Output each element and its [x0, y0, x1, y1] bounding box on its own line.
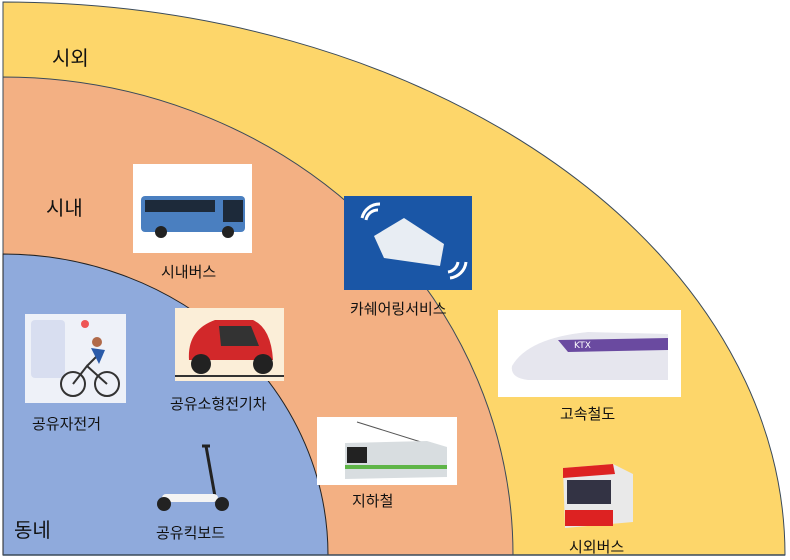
shared-bicycle-label: 공유자전거	[32, 415, 102, 433]
car-sharing-label: 카쉐어링서비스	[350, 300, 447, 318]
intercity-bus-image	[553, 460, 639, 532]
ktx-badge: KTX	[574, 341, 591, 351]
shared-kickboard-image	[150, 440, 235, 515]
city-bus-image	[133, 164, 252, 253]
shared-bicycle-image	[25, 314, 126, 403]
zone-label-neighborhood: 동네	[14, 518, 51, 542]
high-speed-rail-label: 고속철도	[560, 405, 616, 423]
intercity-bus-label: 시외버스	[569, 538, 625, 556]
high-speed-rail-image: KTX	[498, 310, 681, 397]
subway-image	[317, 417, 457, 485]
zone-label-outer: 시외	[52, 46, 89, 70]
city-bus-label: 시내버스	[161, 263, 217, 281]
shared-kickboard-label: 공유킥보드	[156, 524, 226, 542]
shared-small-ev-label: 공유소형전기차	[170, 395, 267, 413]
zone-label-city: 시내	[46, 196, 83, 220]
shared-small-ev-image	[175, 308, 284, 381]
subway-label: 지하철	[352, 492, 394, 510]
car-sharing-image	[344, 196, 472, 290]
